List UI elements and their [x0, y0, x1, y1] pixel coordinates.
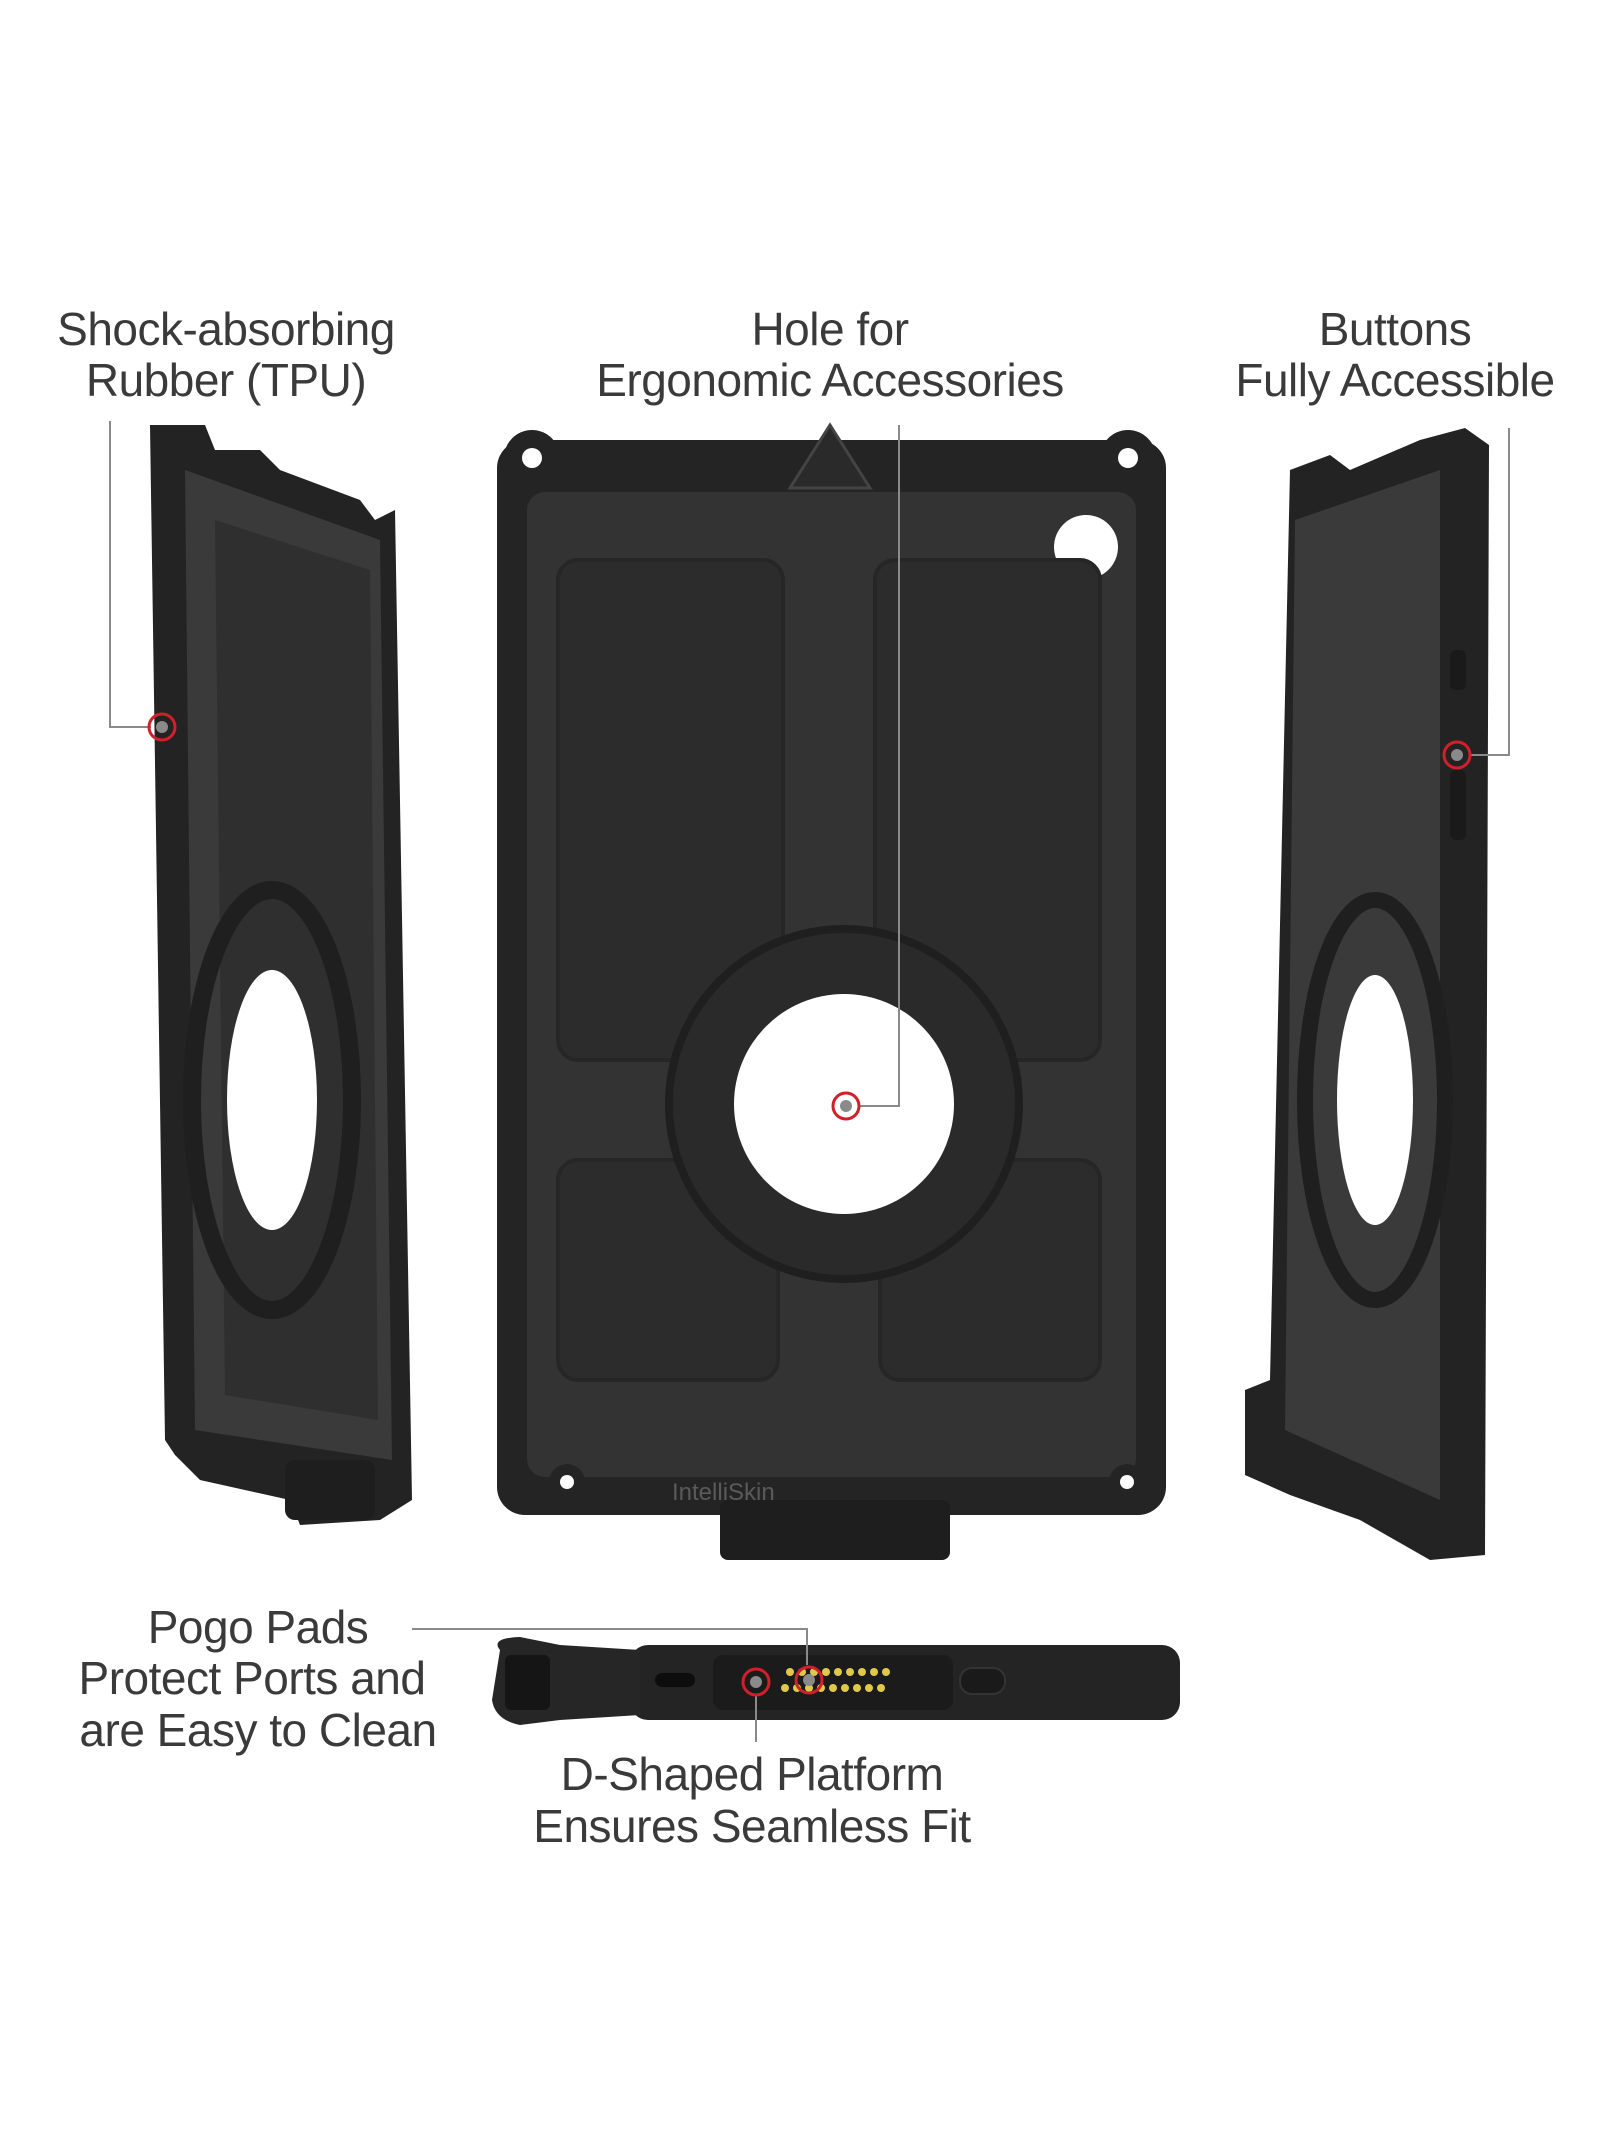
- case-right-view: [1245, 428, 1489, 1560]
- shock-label-line1: Shock-absorbing: [57, 303, 395, 355]
- pogo-label-line3: are Easy to Clean: [79, 1704, 436, 1756]
- case-front-view: IntelliSkin: [497, 422, 1166, 1560]
- dshape-marker: [741, 1667, 771, 1697]
- dshape-label-line2: Ensures Seamless Fit: [533, 1800, 971, 1852]
- shock-marker: [147, 712, 177, 742]
- hole-marker: [831, 1091, 861, 1121]
- buttons-label-line2: Fully Accessible: [1235, 354, 1554, 406]
- shock-label-line2: Rubber (TPU): [86, 354, 366, 406]
- shock-leader-line: [109, 421, 151, 728]
- pogo-label-line1: Pogo Pads: [148, 1601, 369, 1653]
- buttons-leader-line: [1471, 428, 1510, 756]
- brand-mark: IntelliSkin: [672, 1479, 775, 1506]
- hole-leader-line: [860, 425, 900, 1107]
- pogo-marker: [794, 1665, 824, 1695]
- dshape-label-line1: D-Shaped Platform: [561, 1748, 944, 1800]
- buttons-label-line1: Buttons: [1319, 303, 1472, 355]
- pogo-leader-line: [412, 1628, 808, 1665]
- pogo-label-line2: Protect Ports and: [79, 1652, 426, 1704]
- case-bottom-view: [492, 1637, 1180, 1725]
- hole-label-line1: Hole for: [751, 303, 908, 355]
- hole-label-line2: Ergonomic Accessories: [596, 354, 1064, 406]
- case-left-view: [150, 425, 412, 1525]
- pogo-pins: [781, 1668, 890, 1692]
- buttons-marker: [1442, 740, 1472, 770]
